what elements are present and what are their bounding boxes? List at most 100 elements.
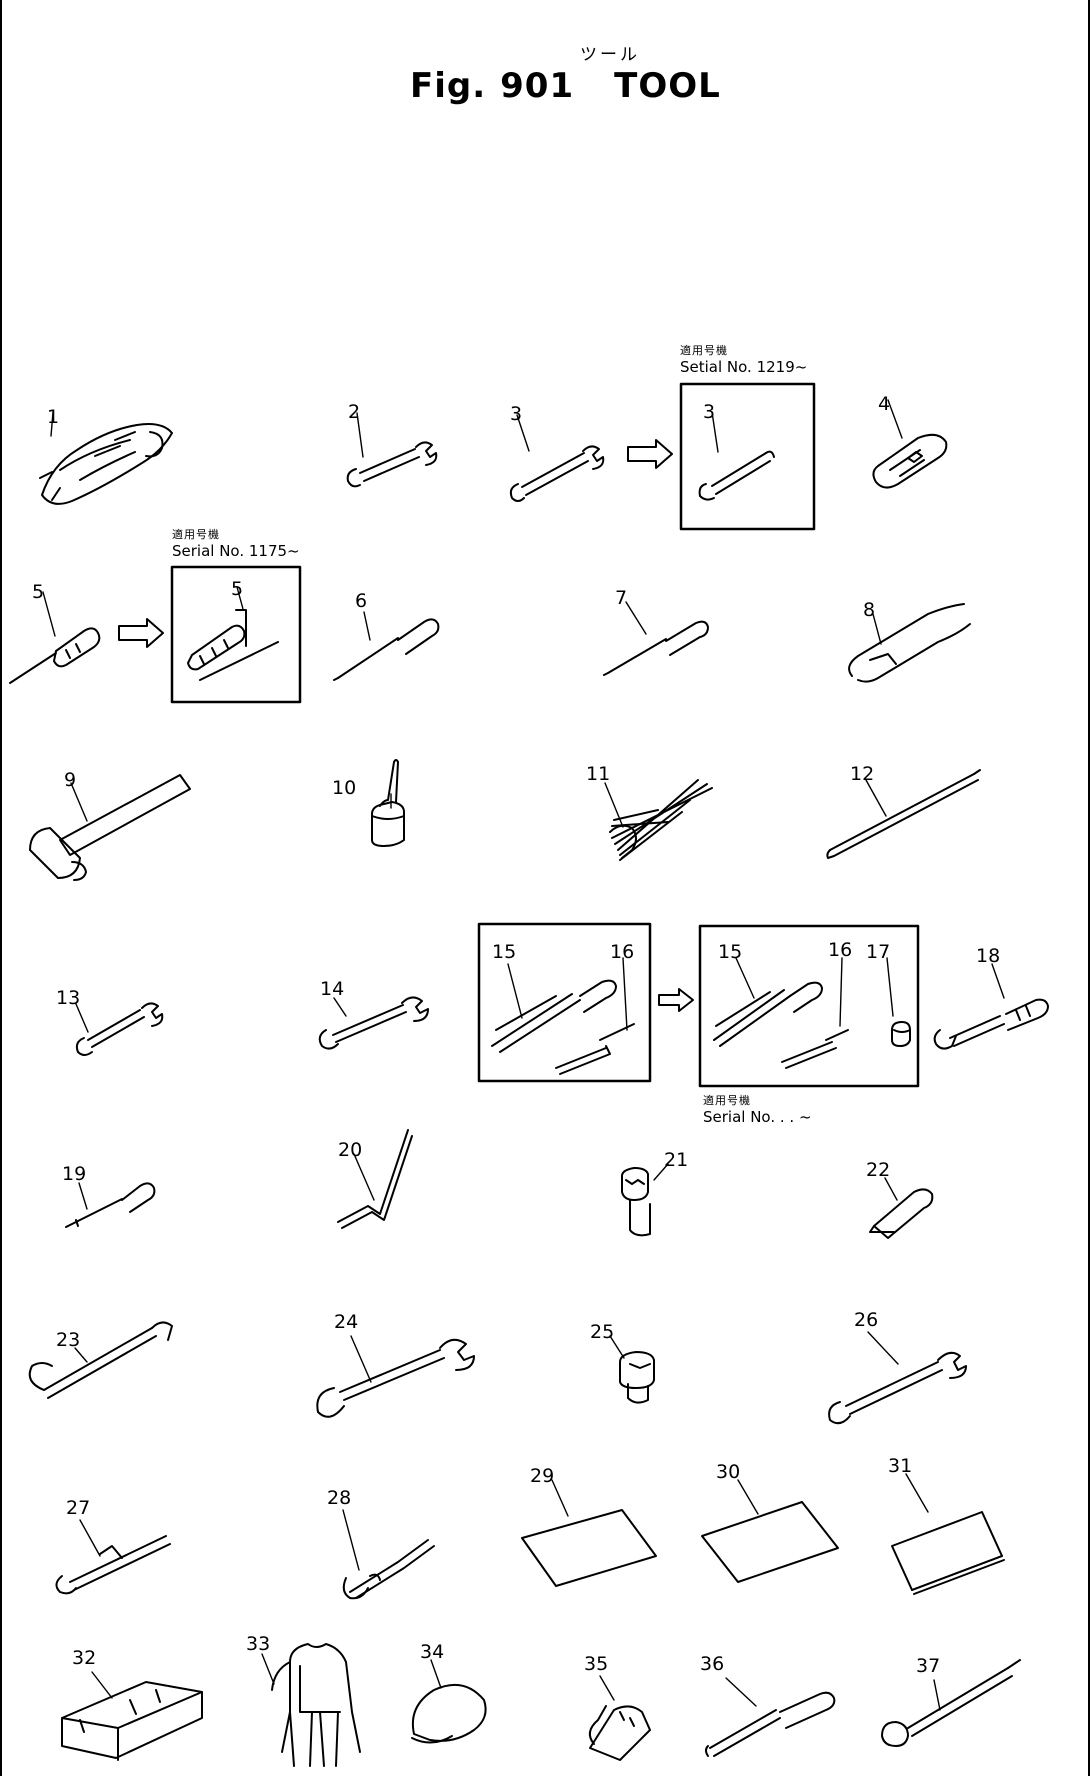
callout-1: 1 bbox=[47, 406, 59, 428]
callout-3-box: 3 bbox=[703, 401, 715, 423]
serial-note-item-5: 適用号機 Serial No. 1175~ bbox=[172, 528, 300, 560]
callout-16-old: 16 bbox=[610, 941, 634, 963]
callout-21: 21 bbox=[664, 1149, 688, 1171]
wrench-icon bbox=[828, 1351, 967, 1425]
socket-icon bbox=[621, 1167, 651, 1237]
extension-bar-icon bbox=[933, 998, 1049, 1050]
callout-19: 19 bbox=[62, 1163, 86, 1185]
socket-handle-icon bbox=[698, 450, 775, 501]
coverall-icon bbox=[271, 1643, 361, 1767]
puller-icon bbox=[872, 433, 948, 489]
tool-bag-icon bbox=[39, 423, 173, 505]
callout-2: 2 bbox=[348, 401, 360, 423]
callout-13: 13 bbox=[56, 987, 80, 1009]
hammer-icon bbox=[29, 774, 191, 881]
serial-note-item-15-17: 適用号機 Serial No. . . ~ bbox=[703, 1094, 812, 1126]
callout-20: 20 bbox=[338, 1139, 362, 1161]
variant-box-item-3 bbox=[679, 382, 816, 531]
callout-27: 27 bbox=[66, 1497, 90, 1519]
callout-35: 35 bbox=[584, 1653, 608, 1675]
manual-book-icon bbox=[891, 1511, 1005, 1595]
ratchet-handle-icon bbox=[881, 1659, 1021, 1747]
callout-36: 36 bbox=[700, 1653, 724, 1675]
feeler-gauge-icon bbox=[609, 779, 713, 861]
serial-note-item-3: 適用号機 Setial No. 1219~ bbox=[680, 344, 808, 376]
callout-9: 9 bbox=[64, 769, 76, 791]
callout-28: 28 bbox=[327, 1487, 351, 1509]
callout-37: 37 bbox=[916, 1655, 940, 1677]
callout-17: 17 bbox=[866, 941, 890, 963]
tool-box-icon bbox=[61, 1681, 203, 1761]
leader-lines bbox=[42, 399, 1005, 1711]
callout-22: 22 bbox=[866, 1159, 890, 1181]
callout-30: 30 bbox=[716, 1461, 740, 1483]
hex-key-icon bbox=[337, 1129, 413, 1229]
callout-33: 33 bbox=[246, 1633, 270, 1655]
callout-32: 32 bbox=[72, 1647, 96, 1669]
wrench-icon bbox=[509, 445, 605, 502]
callout-16-new: 16 bbox=[828, 939, 852, 961]
variant-box-item-5 bbox=[170, 565, 302, 704]
socket-icon bbox=[891, 1021, 911, 1047]
page-border-left bbox=[0, 0, 2, 1776]
callout-34: 34 bbox=[420, 1641, 444, 1663]
callout-4: 4 bbox=[878, 393, 890, 415]
callout-31: 31 bbox=[888, 1455, 912, 1477]
screwdriver-set-icon bbox=[187, 609, 279, 681]
figure-name: TOOL bbox=[614, 66, 721, 106]
title-katakana: ツール bbox=[580, 45, 640, 65]
oil-can-icon bbox=[371, 759, 405, 847]
callout-10: 10 bbox=[332, 777, 356, 799]
figure-number: 901 bbox=[500, 66, 575, 106]
callout-25: 25 bbox=[590, 1321, 614, 1343]
callout-26: 26 bbox=[854, 1309, 878, 1331]
figure-title: Fig. 901 TOOL bbox=[410, 66, 735, 106]
screwdriver-icon bbox=[65, 1182, 156, 1228]
callout-5: 5 bbox=[32, 581, 44, 603]
callout-numbers: 1 2 3 3 4 5 5 6 7 8 9 10 11 12 13 14 15 … bbox=[32, 393, 1000, 1677]
callout-12: 12 bbox=[850, 763, 874, 785]
callout-7: 7 bbox=[615, 587, 627, 609]
hook-wrench-icon bbox=[28, 1321, 173, 1399]
screwdriver-icon bbox=[333, 618, 440, 681]
callout-24: 24 bbox=[334, 1311, 358, 1333]
adjustable-wrench-icon bbox=[342, 1539, 435, 1600]
callout-11: 11 bbox=[586, 763, 610, 785]
callout-3: 3 bbox=[510, 403, 522, 425]
callout-14: 14 bbox=[320, 978, 344, 1000]
grease-gun-icon bbox=[705, 1691, 836, 1757]
spanner-icon bbox=[55, 1535, 171, 1595]
wrench-icon bbox=[346, 441, 438, 488]
wire-brush-icon bbox=[588, 1705, 651, 1761]
figure-label: Fig. bbox=[410, 66, 487, 106]
variant-box-items-15-16-old bbox=[477, 922, 652, 1083]
wrench-icon bbox=[316, 1338, 475, 1418]
callout-8: 8 bbox=[863, 599, 875, 621]
callout-15-old: 15 bbox=[492, 941, 516, 963]
wrench-icon bbox=[318, 996, 429, 1050]
pliers-icon bbox=[848, 603, 971, 683]
socket-icon bbox=[619, 1351, 655, 1404]
manual-icon bbox=[521, 1509, 657, 1587]
callout-18: 18 bbox=[976, 945, 1000, 967]
arrow-icon bbox=[627, 439, 673, 469]
callout-5-box: 5 bbox=[231, 578, 243, 600]
puller-tool-icon bbox=[713, 981, 849, 1069]
variant-box-items-15-17-new bbox=[698, 924, 920, 1088]
cap-icon bbox=[411, 1683, 487, 1744]
puller-tool-icon bbox=[491, 979, 635, 1075]
wrench-icon bbox=[75, 1002, 164, 1056]
manual-icon bbox=[701, 1501, 839, 1583]
arrow-icon bbox=[118, 618, 164, 648]
screwdriver-icon bbox=[603, 620, 709, 676]
callout-6: 6 bbox=[355, 590, 367, 612]
page-border-right bbox=[1088, 0, 1090, 1776]
bar-icon bbox=[826, 769, 981, 859]
callout-29: 29 bbox=[530, 1465, 554, 1487]
callout-23: 23 bbox=[56, 1329, 80, 1351]
arrow-icon bbox=[658, 988, 694, 1012]
screwdriver-icon bbox=[9, 627, 101, 684]
chisel-icon bbox=[869, 1188, 934, 1239]
callout-15-new: 15 bbox=[718, 941, 742, 963]
